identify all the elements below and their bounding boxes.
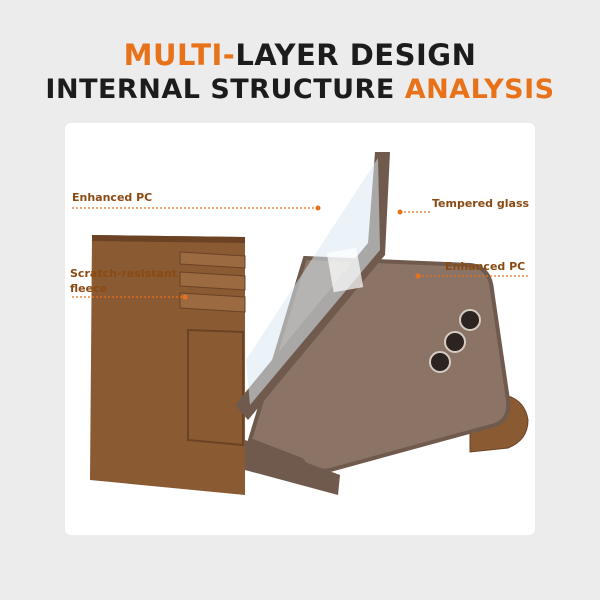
tempered-glass-panel: [246, 158, 380, 405]
id-window: [187, 328, 244, 447]
hinge-spine: [245, 440, 340, 495]
camera-cutout-2: [444, 331, 466, 353]
phone-case-illustration: [90, 152, 529, 495]
camera-cutout-3: [429, 351, 451, 373]
card-slot-3: [179, 292, 246, 313]
callout-enhanced-pc-left: Enhanced PC: [72, 191, 153, 204]
headline-internal-structure: INTERNAL STRUCTURE: [45, 74, 405, 105]
callout-fleece-line-1: Scratch-resistant: [70, 267, 177, 280]
callout-tempered-glass: Tempered glass: [432, 197, 530, 210]
callout-fleece-line-2: fleece: [70, 282, 108, 295]
glass-reflection: [326, 247, 364, 293]
leader-dot-tempered-glass: [397, 209, 403, 215]
product-image-card: Enhanced PC Tempered glass Enhanced PC S…: [65, 123, 535, 535]
camera-cutout-1: [459, 309, 481, 331]
headline-line-2: INTERNAL STRUCTURE ANALYSIS: [0, 74, 600, 105]
card-slot-1: [179, 251, 246, 269]
callout-leaders: [72, 205, 530, 300]
headline-line-1: MULTI-LAYER DESIGN: [0, 38, 600, 72]
leader-dot-enhanced-pc-right: [415, 273, 421, 279]
headline-accent-multi: MULTI-: [123, 38, 236, 72]
card-slot-2: [179, 271, 246, 291]
leader-dot-enhanced-pc-left: [315, 205, 321, 211]
headline-accent-analysis: ANALYSIS: [404, 74, 555, 105]
callout-enhanced-pc-right: Enhanced PC: [445, 260, 526, 273]
leader-dot-fleece: [182, 294, 188, 300]
headline-layer-design: LAYER DESIGN: [235, 38, 477, 72]
leather-flap-edge: [92, 235, 245, 243]
